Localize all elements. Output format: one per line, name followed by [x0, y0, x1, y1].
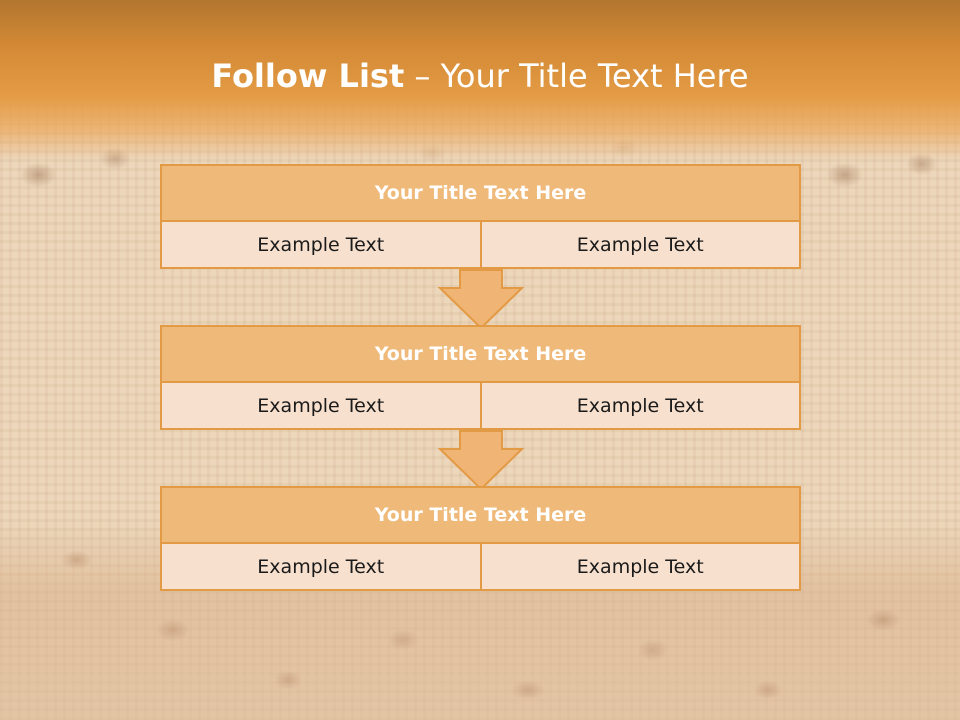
block-title: Your Title Text Here	[162, 327, 799, 383]
block-title: Your Title Text Here	[162, 488, 799, 544]
block-row: Example Text Example Text	[162, 383, 799, 428]
list-block-3: Your Title Text Here Example Text Exampl…	[160, 486, 801, 591]
block-cell-left: Example Text	[257, 394, 385, 417]
down-arrow-icon	[438, 430, 524, 491]
block-cell-left: Example Text	[257, 555, 385, 578]
block-cell-right: Example Text	[479, 383, 800, 428]
block-row: Example Text Example Text	[162, 544, 799, 589]
header-band	[0, 0, 960, 160]
page-title-bold: Follow List	[211, 57, 405, 95]
block-cell-left: Example Text	[257, 233, 385, 256]
block-title: Your Title Text Here	[162, 166, 799, 222]
block-cell-right: Example Text	[479, 544, 800, 589]
page-title: Follow List – Your Title Text Here	[0, 54, 960, 98]
down-arrow-icon	[438, 269, 524, 330]
block-cell-right: Example Text	[479, 222, 800, 267]
list-block-1: Your Title Text Here Example Text Exampl…	[160, 164, 801, 269]
block-row: Example Text Example Text	[162, 222, 799, 267]
list-block-2: Your Title Text Here Example Text Exampl…	[160, 325, 801, 430]
page-title-rest: – Your Title Text Here	[404, 57, 749, 95]
